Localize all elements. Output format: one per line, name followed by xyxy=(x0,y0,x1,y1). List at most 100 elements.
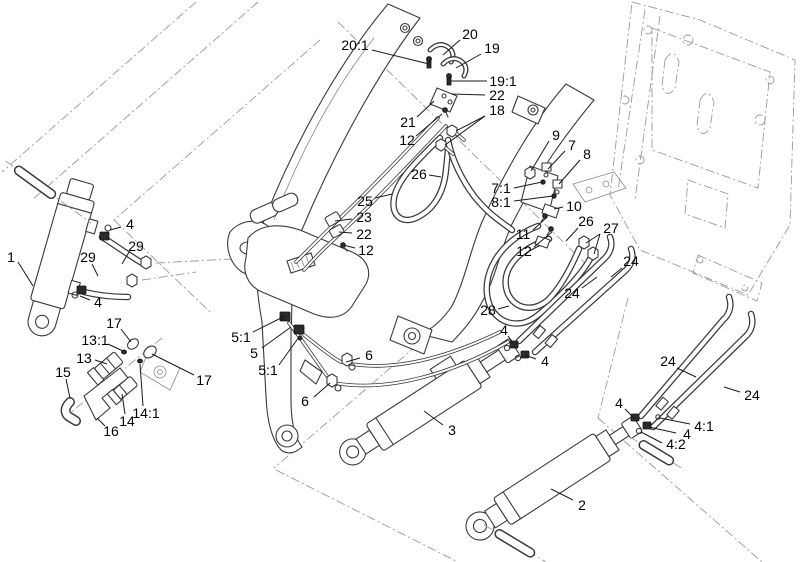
leader-line-4 xyxy=(624,408,636,420)
leader-line-4 xyxy=(109,226,122,231)
leader-line-14 xyxy=(121,393,126,415)
callout-label-10: 10 xyxy=(566,198,582,214)
callout-label-29: 29 xyxy=(80,249,96,265)
top-guide-cluster xyxy=(426,42,469,156)
bracket-16-icon xyxy=(83,367,129,421)
callout-label-17: 17 xyxy=(196,372,212,388)
callout-label-27: 27 xyxy=(603,220,619,236)
leader-line-4 xyxy=(648,426,677,434)
callout-7-1: 7:1 xyxy=(491,180,543,196)
callout-11: 11 xyxy=(516,217,547,242)
callout-label-12: 12 xyxy=(399,132,415,148)
callout-4-1: 4:1 xyxy=(659,417,714,434)
callout-4: 4 xyxy=(648,426,691,442)
leader-line-11 xyxy=(532,217,547,231)
oring-14-1-icon xyxy=(137,358,143,364)
leader-line-26 xyxy=(428,174,442,178)
clamp-22-icon xyxy=(328,224,345,239)
callout-label-24: 24 xyxy=(744,387,760,403)
callout-label-28: 28 xyxy=(480,302,496,318)
clamp-23-icon xyxy=(324,211,342,227)
callout-17: 17 xyxy=(151,353,212,388)
callout-label-6: 6 xyxy=(301,393,309,409)
leader-line-7 xyxy=(547,150,566,170)
leader-line-7-1 xyxy=(513,181,543,189)
callout-label-7-1: 7:1 xyxy=(491,180,511,196)
hoses-and-tubes xyxy=(80,116,756,431)
callout-4-2: 4:2 xyxy=(640,431,686,452)
callout-label-15: 15 xyxy=(55,364,71,380)
leader-line-29 xyxy=(91,263,99,277)
callout-7: 7 xyxy=(547,137,576,170)
leader-line-21 xyxy=(416,100,435,118)
elbow-4-icon xyxy=(71,285,87,299)
leader-line-16 xyxy=(96,417,106,427)
callout-label-22: 22 xyxy=(356,226,372,242)
center-body xyxy=(227,192,370,318)
leader-line-27 xyxy=(585,233,601,244)
nut-27-icon xyxy=(587,246,599,261)
leader-line-6 xyxy=(345,357,361,363)
callout-label-2: 2 xyxy=(578,497,586,513)
nut-9-icon xyxy=(524,166,536,180)
tube-fittings xyxy=(503,235,680,435)
callout-29: 29 xyxy=(121,238,144,265)
bolt-12c-icon xyxy=(340,242,348,252)
callout-label-24: 24 xyxy=(623,253,639,269)
callout-29: 29 xyxy=(80,249,99,277)
callout-label-4: 4 xyxy=(94,294,102,310)
leader-line-18 xyxy=(444,115,486,146)
leader-line-25 xyxy=(374,193,393,199)
callout-24: 24 xyxy=(564,276,598,301)
callout-label-17: 17 xyxy=(106,315,122,331)
callout-label-24: 24 xyxy=(660,353,676,369)
callout-24: 24 xyxy=(660,353,697,378)
callout-14: 14 xyxy=(119,393,135,429)
callout-label-26: 26 xyxy=(411,166,427,182)
callout-label-1: 1 xyxy=(7,249,15,265)
leader-line-14-1 xyxy=(139,363,144,407)
callout-label-24: 24 xyxy=(564,285,580,301)
callout-22: 22 xyxy=(338,226,372,242)
leader-line-17 xyxy=(151,353,195,376)
clamp-cluster xyxy=(324,211,348,252)
leader-line-4 xyxy=(524,354,537,360)
callout-14-1: 14:1 xyxy=(132,363,160,421)
callout-label-4-2: 4:2 xyxy=(666,436,686,452)
nut-6-icon xyxy=(326,373,338,388)
hose-29-fittings xyxy=(71,224,152,299)
leader-line-5-1 xyxy=(252,316,284,333)
leader-line-22 xyxy=(338,231,353,234)
leader-line-6 xyxy=(313,382,331,398)
callout-1: 1 xyxy=(7,249,34,287)
handle-15-icon xyxy=(62,398,80,425)
leader-line-23 xyxy=(334,218,353,222)
leader-line-22 xyxy=(451,93,486,96)
coupler-14-icon xyxy=(106,376,138,406)
callout-23: 23 xyxy=(334,209,372,225)
leader-line-5-1 xyxy=(278,336,300,366)
callout-6: 6 xyxy=(301,382,331,409)
callout-label-26: 26 xyxy=(578,213,594,229)
bolt-12b-icon xyxy=(546,226,554,236)
callout-label-4: 4 xyxy=(683,426,691,442)
bolt-11-icon xyxy=(540,213,548,223)
leader-line-3 xyxy=(423,410,444,426)
leader-line-8 xyxy=(558,159,581,185)
callout-label-4: 4 xyxy=(615,395,623,411)
callout-19: 19 xyxy=(455,40,500,69)
callout-8: 8 xyxy=(558,146,591,185)
callout-label-5: 5 xyxy=(250,345,258,361)
callout-4: 4 xyxy=(79,294,102,310)
callout-27: 27 xyxy=(585,220,619,255)
callout-label-19-1: 19:1 xyxy=(489,73,516,89)
leader-line-19 xyxy=(455,53,482,69)
callout-22: 22 xyxy=(451,87,505,103)
leader-line-26 xyxy=(565,227,579,242)
callout-label-4: 4 xyxy=(541,353,549,369)
elbow-cluster xyxy=(279,311,356,392)
fitting-7-icon xyxy=(541,162,552,178)
callout-label-13-1: 13:1 xyxy=(81,332,108,348)
oring-4-1-icon xyxy=(655,414,661,420)
